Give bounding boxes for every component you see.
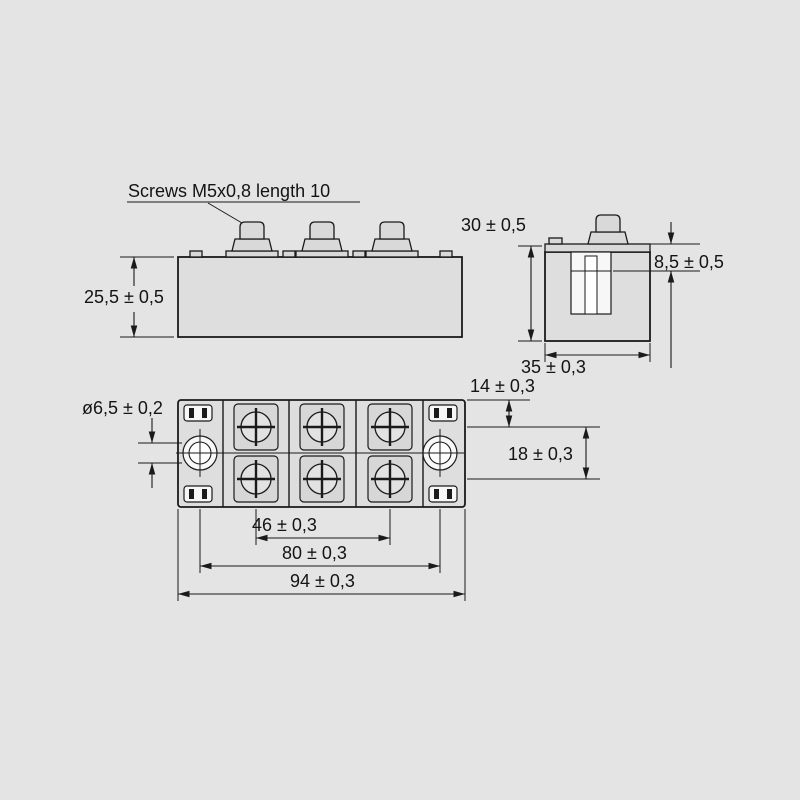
- terminal-screw-side: [231, 221, 273, 252]
- dim-row-pitch: 18 ± 0,3: [508, 444, 573, 464]
- dim-overall-length: 94 ± 0,3: [290, 571, 355, 591]
- terminal-screw-top: [367, 455, 413, 503]
- mounting-hole-right: [414, 429, 464, 477]
- housing-tab: [352, 250, 366, 258]
- end-view: 30 ± 0,5 8,5 ± 0,5 35 ± 0,3: [461, 214, 724, 377]
- top-view: ø6,5 ± 0,2 14 ± 0,3 18 ± 0,3 46 ± 0,3 80…: [82, 376, 600, 601]
- aux-terminal-slot: [183, 404, 213, 422]
- terminal-screw-side: [371, 221, 413, 252]
- callout-leader-line: [207, 202, 243, 224]
- dim-side-height: 25,5 ± 0,5: [84, 287, 164, 307]
- dim-edge-to-row: 14 ± 0,3: [470, 376, 535, 396]
- housing-tab: [548, 237, 563, 245]
- terminal-screw-top: [299, 403, 345, 451]
- dim-terminal-pitch: 46 ± 0,3: [252, 515, 317, 535]
- aux-terminal-slot: [428, 485, 458, 503]
- terminal-screw-top: [233, 403, 279, 451]
- terminal-screw-end: [587, 214, 629, 245]
- dim-end-height: 30 ± 0,5: [461, 215, 526, 235]
- screws-callout-label: Screws M5x0,8 length 10: [128, 181, 330, 201]
- dim-end-width: 35 ± 0,3: [521, 357, 586, 377]
- housing-tab: [189, 250, 203, 258]
- terminal-screw-top: [233, 455, 279, 503]
- housing-tab: [439, 250, 453, 258]
- housing-tab: [282, 250, 296, 258]
- mounting-hole-left: [176, 429, 226, 477]
- dim-hole-dia: ø6,5 ± 0,2: [82, 398, 163, 418]
- dim-hole-pitch: 80 ± 0,3: [282, 543, 347, 563]
- terminal-screw-top: [367, 403, 413, 451]
- side-view: Screws M5x0,8 length 10 25,5 ± 0,5: [84, 181, 463, 338]
- aux-terminal-slot: [428, 404, 458, 422]
- dim-end-step: 8,5 ± 0,5: [654, 252, 724, 272]
- terminal-screw-top: [299, 455, 345, 503]
- aux-terminal-slot: [183, 485, 213, 503]
- terminal-screw-side: [301, 221, 343, 252]
